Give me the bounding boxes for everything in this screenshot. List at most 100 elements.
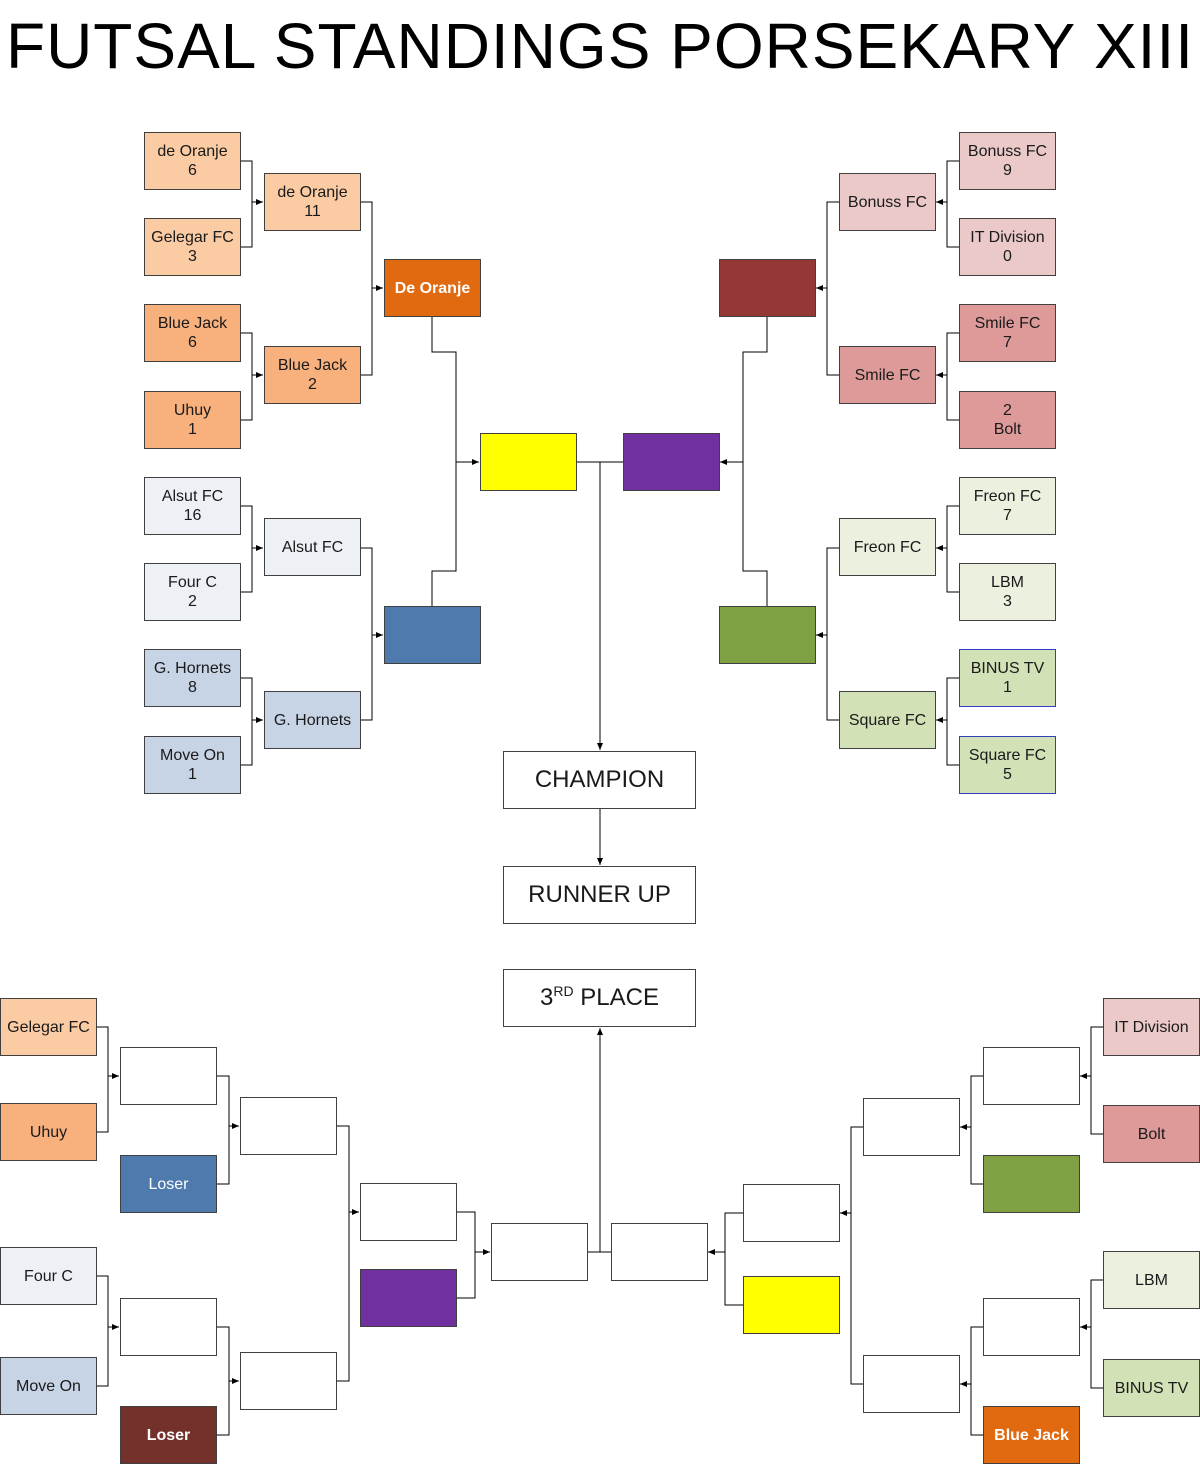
loser-slot-left-r2-2[interactable] [240,1352,337,1410]
team-name: Loser [146,1426,191,1444]
conn-right-semis-bracket [742,317,768,606]
runner-up-label: RUNNER UP [528,881,671,908]
loser-entry-right-6[interactable]: Blue Jack [983,1406,1080,1464]
team-card-right-r2-4[interactable]: Square FC [839,691,936,749]
team-card-right-r1-5[interactable]: Freon FC 7 [959,477,1056,535]
champion-box[interactable]: CHAMPION [503,751,696,809]
team-name: Freon FC [973,488,1042,505]
team-card-right-r2-3[interactable]: Freon FC [839,518,936,576]
loser-slot-right-r3-1[interactable] [743,1184,840,1242]
team-card-right-r2-1[interactable]: Bonuss FC [839,173,936,231]
team-name: Gelegar FC [7,1018,90,1036]
team-card-left-r2-1[interactable]: de Oranje 11 [264,173,361,231]
loser-slot-left-r2-1[interactable] [240,1097,337,1155]
team-name: Blue Jack [994,1426,1069,1444]
conn-lb-left-r4-bracket [457,1211,476,1299]
team-name: Blue Jack [277,357,348,374]
third-place-label: 3RD PLACE [540,984,659,1012]
loser-entry-right-5[interactable]: BINUS TV [1103,1359,1200,1417]
team-card-right-r2-2[interactable]: Smile FC [839,346,936,404]
loser-slot-left-purple[interactable] [360,1269,457,1327]
loser-entry-left-3[interactable]: Loser [120,1155,217,1213]
loser-entry-left-4[interactable]: Four C [0,1247,97,1305]
team-card-right-r1-3[interactable]: Smile FC 7 [959,304,1056,362]
team-name: de Oranje [157,143,228,160]
team-score: 1 [188,766,197,783]
finalist-right[interactable] [623,433,720,491]
page-title: FUTSAL STANDINGS PORSEKARY XIII [5,10,1195,82]
conn-left-semis-bracket [431,317,457,606]
team-card-left-semi-1[interactable]: De Oranje [384,259,481,317]
loser-slot-right-r2-2[interactable] [863,1355,960,1413]
conn-lb-right-r4-bracket [724,1212,743,1306]
conn-lb-left-r3-bracket [337,1125,350,1382]
team-card-left-r1-1[interactable]: de Oranje 6 [144,132,241,190]
loser-slot-left-r3-1[interactable] [360,1183,457,1241]
team-card-right-r1-4[interactable]: 2 Bolt [959,391,1056,449]
conn-lb-right-r1-b-bracket [1090,1279,1103,1389]
team-score: 3 [188,248,197,265]
team-card-right-r1-2[interactable]: IT Division 0 [959,218,1056,276]
team-card-right-r1-6[interactable]: LBM 3 [959,563,1056,621]
team-score: 2 [1003,402,1012,419]
team-card-right-semi-1[interactable] [719,259,816,317]
conn-left-r1-c-bracket [241,505,253,593]
team-score: 2 [308,376,317,393]
runner-up-box[interactable]: RUNNER UP [503,866,696,924]
third-place-box[interactable]: 3RD PLACE [503,969,696,1027]
team-card-right-r1-1[interactable]: Bonuss FC 9 [959,132,1056,190]
loser-entry-left-1[interactable]: Gelegar FC [0,998,97,1056]
conn-lb-left-r1-a-bracket [97,1026,109,1133]
loser-slot-right-r1-2[interactable] [983,1298,1080,1356]
team-name: Square FC [968,747,1047,764]
conn-right-r1-b-bracket [946,332,959,421]
loser-slot-left-final[interactable] [491,1223,588,1281]
team-card-left-r1-5[interactable]: Alsut FC 16 [144,477,241,535]
loser-entry-right-3[interactable] [983,1155,1080,1213]
team-score: 0 [1003,248,1012,265]
finalist-left[interactable] [480,433,577,491]
team-score: 7 [1003,334,1012,351]
loser-slot-right-final[interactable] [611,1223,708,1281]
conn-right-r1-c-bracket [946,505,959,593]
loser-entry-left-6[interactable]: Loser [120,1406,217,1464]
team-name: Bonuss FC [967,143,1048,160]
team-name: Uhuy [173,402,212,419]
loser-slot-left-r1-2[interactable] [120,1298,217,1356]
loser-slot-left-r1-1[interactable] [120,1047,217,1105]
loser-entry-right-2[interactable]: Bolt [1103,1105,1200,1163]
loser-entry-left-2[interactable]: Uhuy [0,1103,97,1161]
conn-left-r2-b-bracket [361,547,373,721]
team-name: Bonuss FC [847,193,928,211]
team-card-left-r2-2[interactable]: Blue Jack 2 [264,346,361,404]
team-card-left-r1-2[interactable]: Gelegar FC 3 [144,218,241,276]
champion-label: CHAMPION [534,766,665,793]
team-name: Blue Jack [157,315,228,332]
loser-slot-right-r1-1[interactable] [983,1047,1080,1105]
team-card-left-r1-7[interactable]: G. Hornets 8 [144,649,241,707]
team-card-right-r1-7[interactable]: BINUS TV 1 [959,649,1056,707]
team-card-right-semi-2[interactable] [719,606,816,664]
loser-entry-right-1[interactable]: IT Division [1103,998,1200,1056]
loser-slot-right-yellow[interactable] [743,1276,840,1334]
team-card-left-r2-3[interactable]: Alsut FC [264,518,361,576]
loser-slot-right-r2-1[interactable] [863,1098,960,1156]
team-card-left-r2-4[interactable]: G. Hornets [264,691,361,749]
team-score: 16 [183,507,202,524]
team-card-left-r1-3[interactable]: Blue Jack 6 [144,304,241,362]
team-card-left-semi-2[interactable] [384,606,481,664]
team-card-left-r1-8[interactable]: Move On 1 [144,736,241,794]
team-name: Four C [168,574,217,591]
team-card-left-r1-6[interactable]: Four C 2 [144,563,241,621]
conn-lb-left-r2-a-bracket [217,1075,230,1185]
team-score: 7 [1003,507,1012,524]
team-card-right-r1-8[interactable]: Square FC 5 [959,736,1056,794]
loser-entry-left-5[interactable]: Move On [0,1357,97,1415]
team-score: 5 [1003,766,1012,783]
loser-entry-right-4[interactable]: LBM [1103,1251,1200,1309]
team-score: 9 [1003,162,1012,179]
conn-right-r1-d-bracket [946,677,959,766]
team-name: De Oranje [394,279,471,297]
team-card-left-r1-4[interactable]: Uhuy 1 [144,391,241,449]
team-name: LBM [1135,1271,1168,1289]
